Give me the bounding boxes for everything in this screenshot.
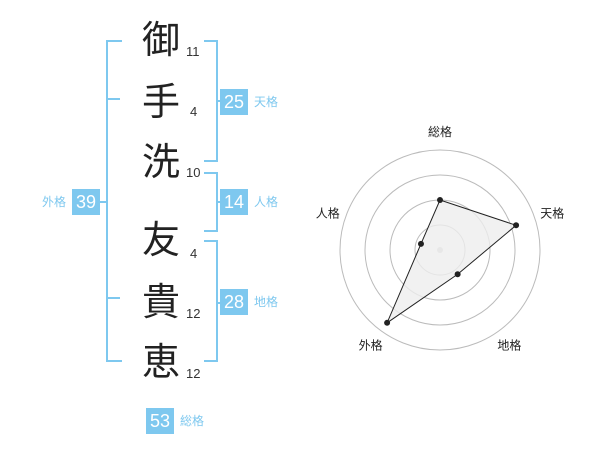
name-char-2: 手 <box>141 80 180 124</box>
stroke-count-2: 4 <box>190 104 198 119</box>
stroke-count-6: 12 <box>186 366 201 381</box>
stroke-count-5: 12 <box>186 306 201 321</box>
gaikaku-label: 外格 <box>42 195 67 209</box>
gaikaku-bracket-tick-5 <box>106 297 120 299</box>
name-char-1: 御 <box>141 18 180 62</box>
name-char-5: 貴 <box>141 280 180 324</box>
stroke-count-1: 11 <box>186 44 200 59</box>
stroke-count-3: 10 <box>186 165 201 180</box>
name-char-4: 友 <box>141 218 180 262</box>
tenkaku-value: 25 <box>220 89 248 115</box>
radar-point-5 <box>417 240 424 247</box>
name-char-3: 洗 <box>141 140 180 184</box>
tenkaku-label: 天格 <box>254 95 279 109</box>
tenkaku-connector <box>216 100 222 102</box>
gaikaku-bracket-tick-2 <box>106 98 120 100</box>
jinkaku-value: 14 <box>220 189 248 215</box>
name-char-6: 恵 <box>141 340 180 384</box>
gaikaku-connector <box>98 201 106 203</box>
chikaku-bracket <box>204 240 218 362</box>
radar-point-3 <box>454 271 461 278</box>
radar-ring-3 <box>364 174 516 326</box>
soukaku-value: 53 <box>146 408 174 434</box>
stroke-count-4: 4 <box>190 246 198 261</box>
radar-axis-label-4: 外格 <box>359 337 383 352</box>
radar-point-1 <box>437 197 443 203</box>
radar-point-2 <box>513 222 520 229</box>
gaikaku-value: 39 <box>72 189 100 215</box>
chikaku-connector <box>216 302 222 304</box>
radar-point-4 <box>384 319 391 326</box>
jinkaku-label: 人格 <box>254 195 279 209</box>
radar-axis-label-1: 総格 <box>428 124 452 139</box>
soukaku-label: 総格 <box>180 414 205 428</box>
radar-polygon <box>385 199 518 325</box>
chikaku-value: 28 <box>220 289 248 315</box>
radar-axis-label-5: 人格 <box>316 206 340 221</box>
radar-axis-label-2: 天格 <box>540 206 564 221</box>
jinkaku-connector <box>216 201 222 203</box>
gaikaku-bracket <box>106 40 122 362</box>
radar-ring-4 <box>339 149 541 351</box>
radar-axis-label-3: 地格 <box>497 337 521 352</box>
chikaku-label: 地格 <box>254 295 279 309</box>
